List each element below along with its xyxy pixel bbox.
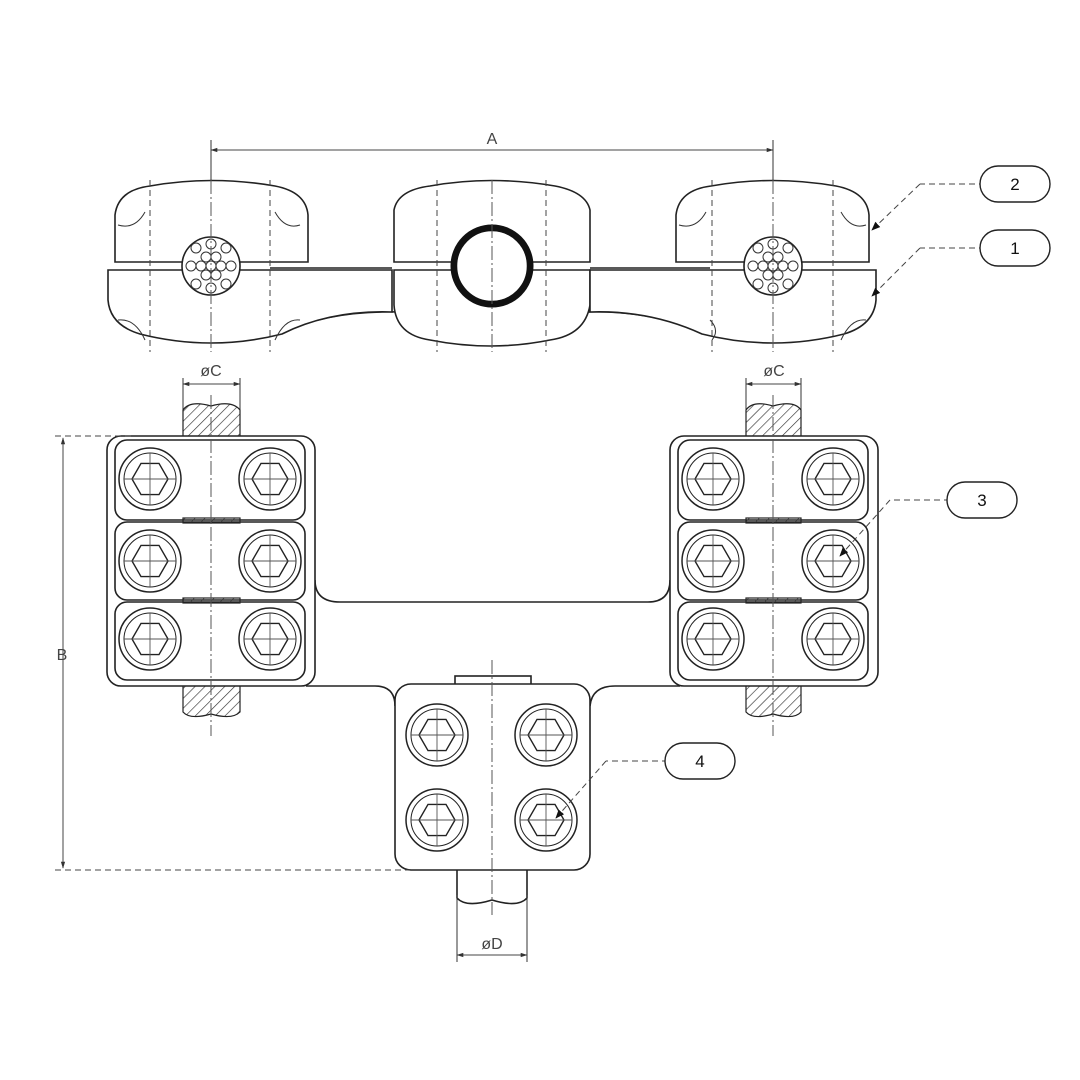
hex-bolt	[681, 529, 745, 593]
callout-3-number: 3	[977, 491, 986, 510]
dimension-a: A	[210, 131, 774, 185]
hex-bolt	[118, 607, 182, 671]
dimension-a-label: A	[487, 131, 498, 148]
callout-4: 4	[555, 742, 736, 819]
hex-bolt	[238, 529, 302, 593]
hex-bolt	[238, 607, 302, 671]
hex-bolt	[681, 447, 745, 511]
dimension-b-label: B	[57, 647, 68, 664]
hex-bolt	[405, 788, 469, 852]
hex-bolt	[801, 447, 865, 511]
dimension-c-left-label: øC	[200, 363, 221, 380]
hex-bolt	[118, 447, 182, 511]
hex-bolt	[405, 703, 469, 767]
dimension-d: øD	[456, 895, 528, 962]
hex-bolt	[681, 607, 745, 671]
callout-4-number: 4	[695, 752, 704, 771]
callout-2-number: 2	[1010, 175, 1019, 194]
side-clamp-center	[393, 179, 591, 352]
dimension-c-right: øC	[745, 363, 802, 410]
bolt-group	[118, 447, 865, 852]
hex-bolt	[514, 788, 578, 852]
side-clamp-right	[589, 179, 877, 352]
callout-3: 3	[839, 481, 1018, 557]
dimension-c-right-label: øC	[763, 363, 784, 380]
callout-2: 2	[871, 165, 1051, 231]
hex-bolt	[118, 529, 182, 593]
plan-view: øC øC	[55, 363, 879, 962]
hex-bolt	[514, 703, 578, 767]
clamp-block-center	[394, 660, 591, 915]
dimension-d-label: øD	[481, 936, 502, 953]
dimension-b: B	[55, 435, 410, 871]
callout-1-number: 1	[1010, 239, 1019, 258]
hex-bolt	[801, 607, 865, 671]
hex-bolt	[801, 529, 865, 593]
callout-1: 1	[871, 229, 1051, 297]
side-view: A	[107, 131, 877, 352]
hex-bolt	[238, 447, 302, 511]
side-clamp-left	[107, 179, 393, 352]
dimension-c-left: øC	[182, 363, 241, 410]
